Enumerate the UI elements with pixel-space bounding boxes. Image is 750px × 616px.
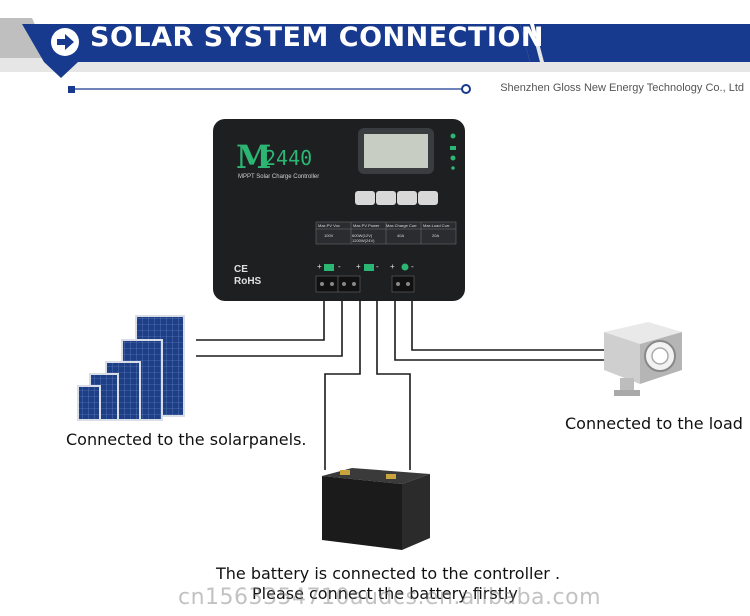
spec-value-1: 100V [324, 233, 334, 238]
ce-mark: CE [234, 264, 248, 275]
terminal-bat-plus: + [356, 262, 361, 271]
header-banner [0, 18, 750, 78]
bulb-icon [604, 322, 682, 396]
terminal-load-minus: - [411, 262, 414, 271]
page-title: SOLAR SYSTEM CONNECTION [90, 22, 544, 53]
model-number: 2440 [264, 146, 313, 170]
arrow-right-icon [51, 28, 79, 56]
spec-header-3: Max.Charge Curr. [386, 223, 418, 228]
terminal-bat-minus: - [376, 262, 379, 271]
battery-note: Please connect the battery firstly [252, 584, 518, 603]
solar-caption: Connected to the solarpanels. [66, 430, 307, 449]
spec-value-2: 600W(12V) 1200W(24V) [352, 233, 375, 243]
model-letter: M [236, 138, 272, 176]
terminal-pv-minus: - [338, 262, 341, 271]
battery-caption: The battery is connected to the controll… [216, 564, 561, 583]
terminal-load-plus: + [390, 262, 395, 271]
load-caption: Connected to the load [565, 414, 743, 433]
battery-icon [322, 468, 430, 550]
solar-panel-icon [77, 315, 185, 421]
terminal-pv-plus: + [317, 262, 322, 271]
watermark: cn1563354710audcs.en.alibaba.com [178, 585, 601, 610]
spec-header-1: Max.PV Voc [318, 223, 340, 228]
model-subtitle: MPPT Solar Charge Controller [238, 174, 320, 180]
charge-controller [213, 119, 465, 301]
spec-header-4: Max.Load Curr. [423, 223, 451, 228]
divider-line [68, 84, 471, 94]
company-name: Shenzhen Gloss New Energy Technology Co.… [500, 82, 744, 94]
spec-value-4: 20A [432, 233, 440, 238]
spec-value-3: 40A [397, 233, 405, 238]
rohs-mark: RoHS [234, 276, 262, 287]
spec-header-2: Max.PV Power [353, 223, 380, 228]
